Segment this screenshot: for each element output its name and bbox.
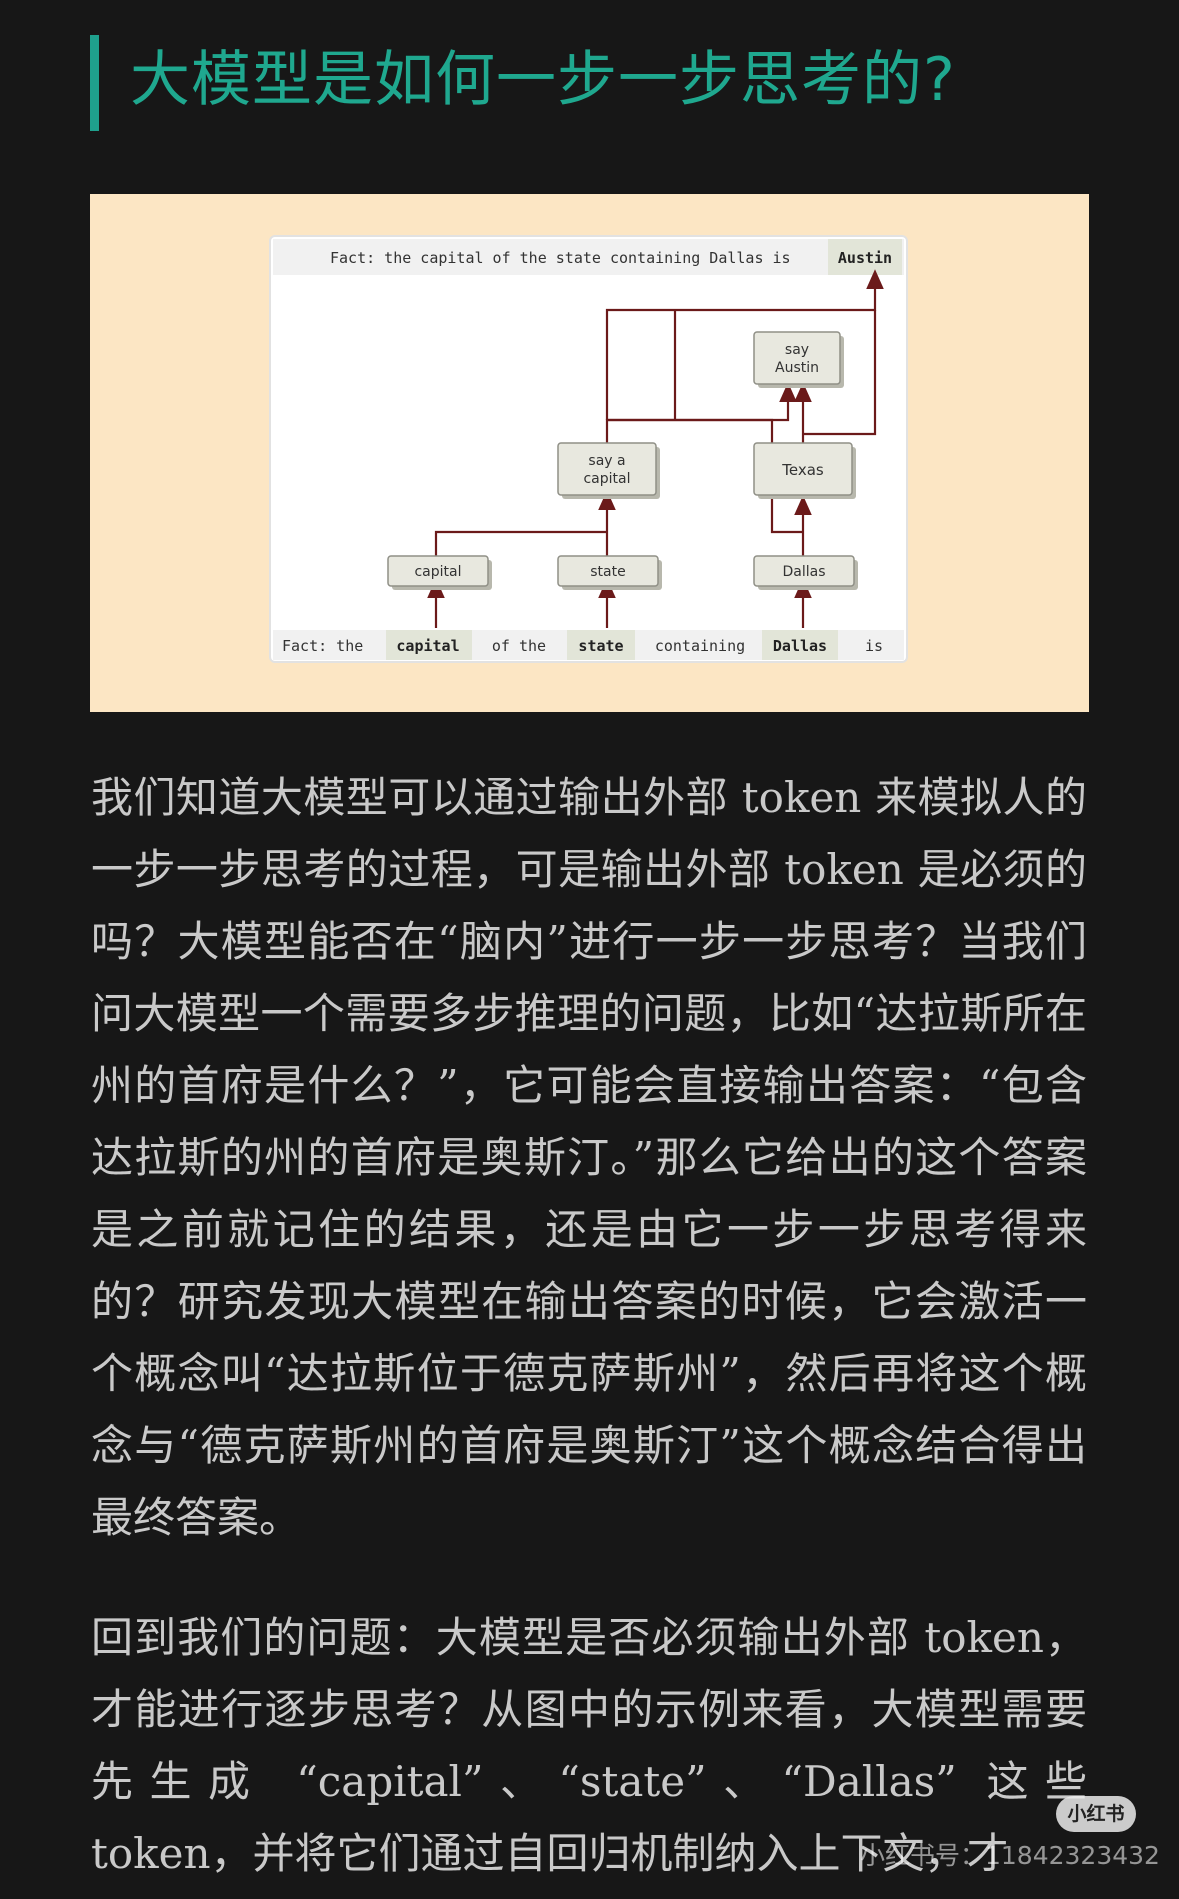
token-fact-the: Fact: the [282, 637, 363, 655]
node-say-a-capital: say a capital [557, 442, 660, 499]
heading-accent-bar [90, 35, 99, 131]
node-say-austin: say Austin [753, 331, 844, 388]
node-say-capital-line2: capital [583, 471, 630, 487]
token-state: state [578, 637, 623, 655]
token-of-the: of the [492, 637, 546, 655]
node-say-austin-line1: say [785, 342, 809, 358]
token-is: is [865, 637, 883, 655]
xiaohongshu-logo: 小红书 [1056, 1796, 1136, 1832]
token-highlight-state [567, 630, 635, 660]
top-answer-highlight [828, 239, 902, 275]
top-answer-text: Austin [838, 249, 892, 267]
node-capital-label: capital [414, 564, 461, 580]
section-heading: 大模型是如何一步一步思考的? [90, 32, 1090, 132]
node-texas-label: Texas [781, 461, 824, 479]
token-highlight-capital [386, 630, 472, 660]
node-say-capital-line1: say a [588, 453, 625, 469]
article-paragraph-1: 我们知道大模型可以通过输出外部 token 来模拟人的一步一步思考的过程，可是输… [91, 773, 1087, 1542]
top-prompt-bar [273, 239, 904, 275]
token-capital: capital [396, 637, 459, 655]
node-texas: Texas [753, 442, 856, 499]
article-paragraph-2: 回到我们的问题：大模型是否必须输出外部 token，才能进行逐步思考？从图中的示… [91, 1613, 1087, 1878]
node-state: state [557, 555, 662, 590]
node-capital: capital [387, 555, 492, 590]
token-containing: containing [655, 637, 745, 655]
token-highlight-dallas [762, 630, 838, 660]
node-say-austin-line2: Austin [775, 360, 819, 376]
heading-title: 大模型是如何一步一步思考的? [130, 45, 956, 115]
watermark-text: 小红书号：11842323432 [860, 1841, 1160, 1870]
token-dallas: Dallas [773, 637, 827, 655]
top-prompt-text: Fact: the capital of the state containin… [330, 249, 791, 267]
node-dallas-label: Dallas [782, 564, 825, 580]
attribution-graph-figure: Fact: the capital of the state containin… [90, 194, 1089, 712]
attribution-graph: Fact: the capital of the state containin… [269, 235, 908, 663]
node-dallas: Dallas [753, 555, 858, 590]
node-state-label: state [590, 564, 625, 580]
